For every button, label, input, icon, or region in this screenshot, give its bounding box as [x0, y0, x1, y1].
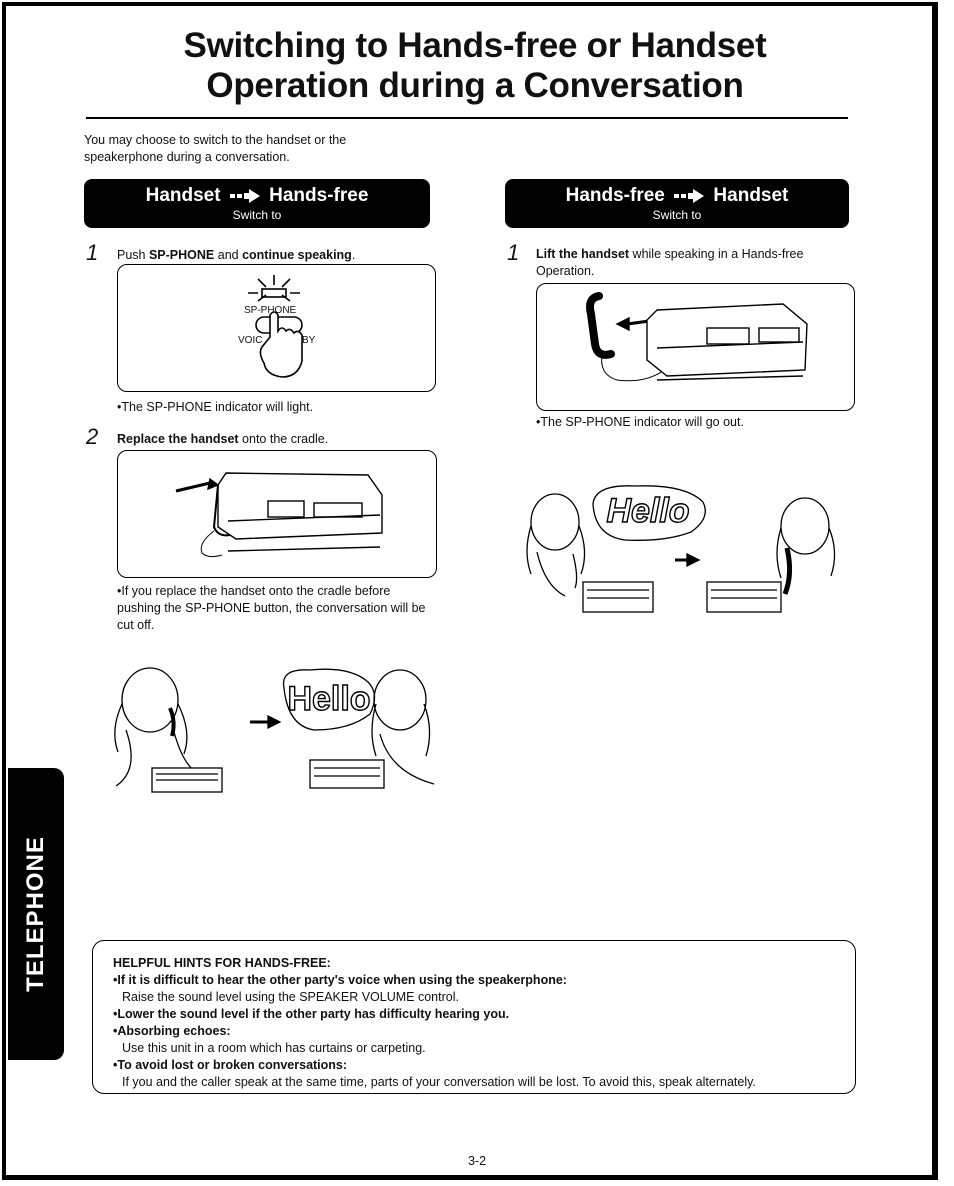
title-divider — [86, 117, 848, 119]
hint-item-body: Use this unit in a room which has curtai… — [122, 1041, 426, 1055]
lift-handset-illustration — [536, 283, 855, 411]
hint-item-body: If you and the caller speak at the same … — [122, 1075, 756, 1089]
step-number: 1 — [507, 240, 520, 265]
sp-phone-button-illustration: SP-PHONE VOIC BY — [117, 264, 436, 392]
banner-handset-to-handsfree: Handset Hands-free Switch to — [84, 179, 430, 228]
step-instruction: Replace the handset onto the cradle. — [117, 432, 329, 446]
helpful-hints-box: HELPFUL HINTS FOR HANDS-FREE: •If it is … — [92, 940, 856, 1094]
intro-text: You may choose to switch to the handset … — [84, 133, 347, 164]
step-note: •The SP-PHONE indicator will light. — [117, 400, 314, 414]
hello-speech-text: Hello — [606, 491, 691, 530]
hint-item-heading: •If it is difficult to hear the other pa… — [113, 973, 567, 987]
hint-item-heading: •To avoid lost or broken conversations: — [113, 1058, 348, 1072]
right-arrow-icon — [229, 188, 260, 203]
step-instruction: Lift the handset while speaking in a Han… — [536, 247, 804, 278]
by-label: BY — [302, 335, 316, 346]
step-instruction: Push SP-PHONE and continue speaking. — [117, 248, 356, 262]
handset-to-handsfree-illustration: Hello — [100, 660, 440, 800]
hint-item-body: Raise the sound level using the SPEAKER … — [122, 990, 459, 1004]
hello-speech-text: Hello — [287, 679, 372, 718]
page-title: Switching to Hands-free or Handset Opera… — [183, 26, 767, 105]
page-number: 3-2 — [467, 1154, 487, 1168]
step-note: •If you replace the handset onto the cra… — [117, 584, 426, 632]
hints-heading: HELPFUL HINTS FOR HANDS-FREE: — [113, 956, 331, 970]
right-arrow-icon — [674, 188, 705, 203]
banner-handsfree-to-handset: Hands-free Handset Switch to — [505, 179, 849, 228]
hint-item-heading: •Absorbing echoes: — [113, 1024, 231, 1038]
fax-machine-illustration — [117, 450, 437, 578]
voice-label: VOIC — [238, 335, 263, 346]
page-frame — [2, 2, 938, 1180]
section-tab-telephone: TELEPHONE — [8, 768, 64, 1060]
step-number: 2 — [86, 424, 99, 449]
step-note: •The SP-PHONE indicator will go out. — [536, 415, 744, 429]
handsfree-to-handset-illustration: Hello — [515, 478, 855, 628]
step-number: 1 — [86, 240, 99, 265]
hint-item-heading: •Lower the sound level if the other part… — [113, 1007, 510, 1021]
sp-phone-label: SP-PHONE — [244, 305, 297, 316]
